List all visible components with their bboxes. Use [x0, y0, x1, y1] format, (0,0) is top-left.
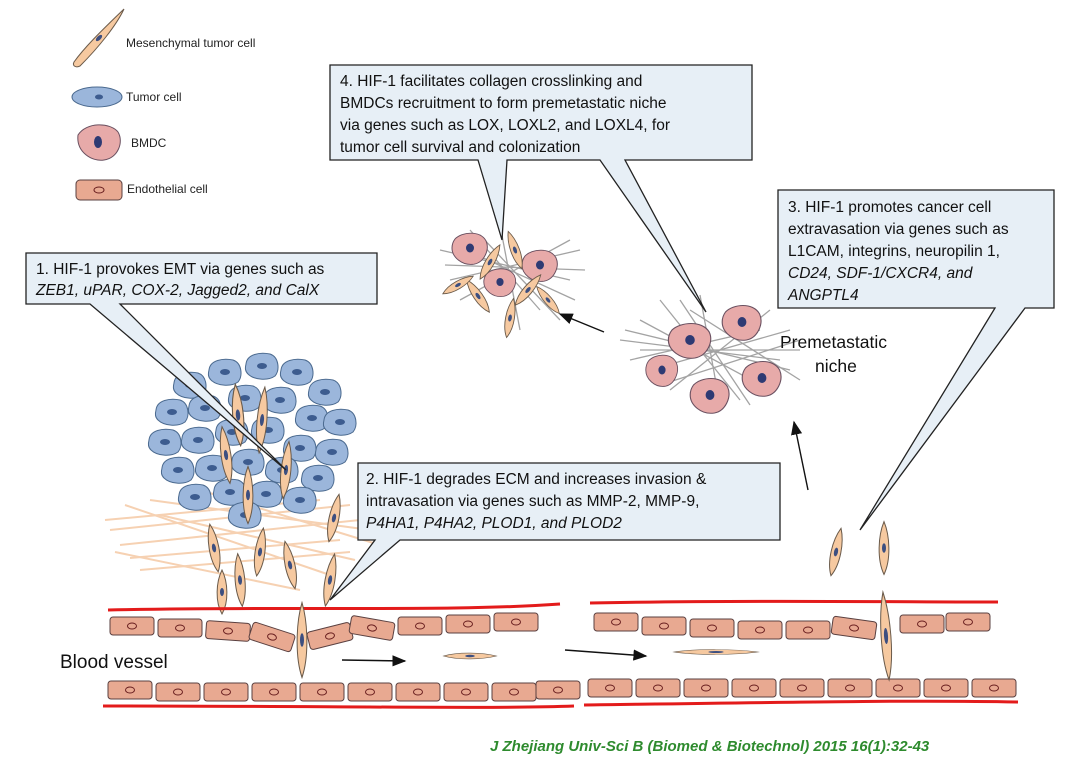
- extravasated-cell: [825, 526, 847, 578]
- callout-1-line-2: ZEB1, uPAR, COX-2, Jagged2, and CalX: [35, 282, 320, 299]
- niche-label: niche: [815, 356, 857, 376]
- callout-3-line-3: L1CAM, integrins, neuropilin 1,: [788, 243, 1000, 260]
- blood-vessel-label: Blood vessel: [60, 652, 168, 673]
- callout-1-line-1: 1. HIF-1 provokes EMT via genes such as: [36, 261, 325, 278]
- vessel-lower-wall-left: [107, 680, 581, 702]
- callout-2-line-3: P4HA1, P4HA2, PLOD1, and PLOD2: [366, 515, 622, 532]
- circulating-tumor-cell: [443, 652, 497, 660]
- callout-4-line-4: tumor cell survival and colonization: [340, 139, 580, 156]
- callout-3-line-4: CD24, SDF-1/CXCR4, and: [788, 265, 974, 282]
- flow-arrow-1: [341, 655, 407, 667]
- extravasating-cell: [877, 590, 895, 682]
- bmdc-icon: [77, 124, 121, 161]
- colonization-arrow: [558, 313, 605, 333]
- callout-2-invasion: 2. HIF-1 degrades ECM and increases inva…: [329, 462, 781, 601]
- legend: Mesenchymal tumor cell Tumor cell BMDC E…: [71, 8, 255, 201]
- legend-label-tumor: Tumor cell: [126, 90, 182, 104]
- vessel-upper-wall-right: [593, 612, 991, 641]
- premetastatic-niche-cluster: [619, 294, 801, 414]
- legend-label-endothelial: Endothelial cell: [127, 182, 208, 196]
- flow-arrow-2: [564, 649, 648, 661]
- niche-arrow: [791, 420, 809, 491]
- blood-vessel: [102, 520, 1019, 709]
- vessel-lower-wall-right: [587, 678, 1017, 698]
- extravasated-cell-2: [878, 520, 890, 576]
- legend-label-mesenchymal: Mesenchymal tumor cell: [126, 36, 255, 50]
- callout-4-line-1: 4. HIF-1 facilitates collagen crosslinki…: [340, 73, 642, 90]
- legend-label-bmdc: BMDC: [131, 136, 167, 150]
- callout-1-emt: 1. HIF-1 provokes EMT via genes such as …: [25, 252, 378, 471]
- callout-2-line-1: 2. HIF-1 degrades ECM and increases inva…: [366, 471, 707, 488]
- premetastatic-label: Premetastatic: [780, 332, 887, 352]
- callout-3-extravasation: 3. HIF-1 promotes cancer cell extravasat…: [777, 189, 1055, 531]
- callout-4-premetastatic: 4. HIF-1 facilitates collagen crosslinki…: [329, 64, 753, 313]
- endothelial-cell-icon: [75, 179, 123, 201]
- tumor-cell-icon: [71, 86, 123, 108]
- citation: J Zhejiang Univ-Sci B (Biomed & Biotechn…: [490, 738, 930, 755]
- vessel-upper-wall-left: [109, 612, 539, 653]
- mesenchymal-cell-icon: [73, 8, 125, 68]
- callout-4-line-2: BMDCs recruitment to form premetastatic …: [340, 95, 666, 112]
- callout-3-line-2: extravasation via genes such as: [788, 221, 1009, 238]
- callout-3-line-1: 3. HIF-1 promotes cancer cell: [788, 199, 991, 216]
- callout-2-line-2: intravasation via genes such as MMP-2, M…: [366, 493, 699, 510]
- circulating-tumor-cell-2: [673, 648, 759, 656]
- callout-4-line-3: via genes such as LOX, LOXL2, and LOXL4,…: [340, 117, 670, 134]
- callout-3-line-5: ANGPTL4: [787, 287, 859, 304]
- intravasating-cell: [296, 601, 308, 679]
- colonization-cluster: [439, 224, 586, 339]
